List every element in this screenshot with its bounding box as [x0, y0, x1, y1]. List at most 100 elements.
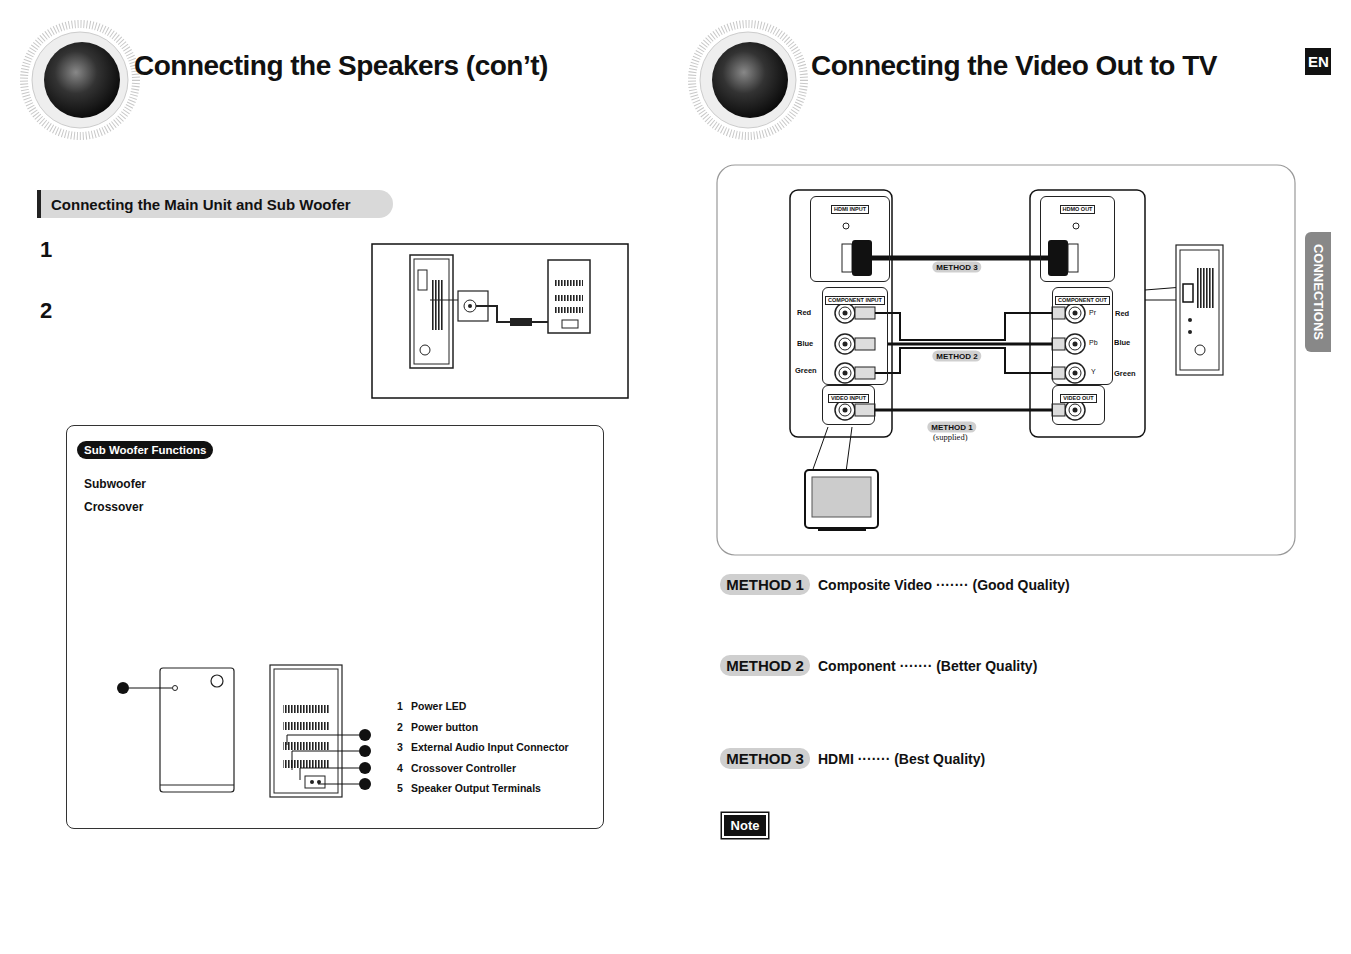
rca-jack [1065, 400, 1085, 420]
connection-illustration [510, 318, 532, 326]
language-tab: EN [1305, 48, 1331, 75]
signal-name: Pr [1089, 309, 1096, 317]
output-panel-text: COMPONENT OUT [1055, 296, 1110, 305]
connection-illustration [555, 280, 583, 286]
tv-icon [812, 477, 871, 517]
input-panel: COMPONENT INPUT [822, 287, 888, 385]
note-badge-text: Note [731, 818, 760, 833]
rca-plug [1052, 404, 1065, 416]
callout-number: 1 [397, 700, 403, 712]
part-name: External Audio Input Connector [411, 741, 569, 753]
callout-number: 5 [397, 782, 403, 794]
speaker-icon [44, 42, 120, 118]
connection-illustration [432, 280, 444, 330]
video-diagram-frame [717, 165, 1295, 555]
connection-illustration [548, 260, 590, 333]
subwoofer-back-drawing [283, 742, 329, 750]
part-name: Crossover Controller [411, 762, 516, 774]
callout-number: 4 [397, 762, 403, 774]
method-description: Component ······· (Better Quality) [818, 658, 1037, 674]
hdmi-plug [842, 223, 1079, 276]
subwoofer-back-drawing [270, 665, 371, 797]
method-badge-text: METHOD 2 [726, 657, 804, 674]
cable-connector [890, 256, 1040, 261]
part-name: Power button [411, 721, 478, 733]
subwoofer-back-drawing [317, 780, 321, 784]
subwoofer-front-drawing [160, 785, 234, 786]
method-description: HDMI ······· (Best Quality) [818, 751, 985, 767]
rca-jack [835, 363, 855, 383]
subwoofer-back-drawing [274, 669, 338, 793]
callout-number: 3 [397, 741, 403, 753]
subwoofer-front-drawing [117, 682, 129, 694]
output-panel-text: VIDEO OUT [1060, 394, 1096, 403]
rca-plug [1052, 367, 1065, 379]
hdmi-plug [872, 256, 890, 261]
method-label: METHOD 2 [932, 351, 981, 362]
language-tab-text: EN [1308, 53, 1329, 70]
subwoofer-front-drawing [160, 668, 234, 792]
connection-illustration [532, 321, 548, 323]
speaker-icon [712, 42, 788, 118]
subwoofer-back-drawing [359, 745, 371, 757]
rca-plug [1052, 338, 1065, 350]
subwoofer-front-drawing [173, 686, 178, 691]
rca-plug [855, 338, 875, 350]
rca-plug [855, 307, 875, 319]
subwoofer-back-drawing [283, 760, 329, 768]
step-number: 1 [40, 237, 52, 262]
section-heading: Connecting the Main Unit and Sub Woofer [37, 190, 393, 218]
main-unit-back-drawing [1180, 250, 1219, 370]
connection-illustration [464, 300, 476, 312]
subwoofer-back-drawing [270, 665, 342, 797]
connection-illustration [430, 300, 458, 301]
main-unit-back-drawing [1188, 318, 1192, 322]
rca-jack [835, 334, 855, 354]
main-unit-back-drawing [1188, 330, 1192, 334]
input-panel-text: VIDEO INPUT [828, 394, 869, 403]
signal-name: Pb [1089, 339, 1098, 347]
hdmi-plug [1073, 223, 1079, 229]
subwoofer-back-drawing [305, 776, 325, 788]
rca-jack [1065, 303, 1085, 323]
input-panel-text: COMPONENT INPUT [825, 296, 885, 305]
hdmi-plug [843, 223, 849, 229]
rca-plug [855, 307, 1065, 416]
input-panel-text: HDMI INPUT [831, 205, 869, 214]
color-name: Blue [1114, 339, 1130, 348]
connection-illustration [476, 306, 510, 322]
section-heading-text: Connecting the Main Unit and Sub Woofer [51, 196, 351, 213]
speaker-icon [700, 32, 796, 128]
main-unit-back-drawing [1176, 245, 1223, 375]
connection-illustration [420, 345, 430, 355]
rca-plug [855, 367, 875, 379]
output-panel: VIDEO OUT [1052, 385, 1105, 425]
connection-illustration [414, 259, 449, 364]
info-frame: Sub Woofer Functions [66, 425, 604, 829]
method-badge-text: METHOD 3 [726, 750, 804, 767]
function-name: Crossover [84, 501, 143, 515]
subwoofer-back-drawing [283, 705, 329, 713]
tv-icon [805, 470, 878, 528]
subwoofer-back-drawing [283, 722, 329, 730]
hdmi-plug [852, 240, 872, 276]
hdmi-plug [842, 244, 852, 272]
cable-connector [875, 409, 1052, 412]
part-name: Power LED [411, 700, 466, 712]
subwoofer-back-drawing [359, 778, 371, 790]
subwoofer-back-drawing [310, 780, 314, 784]
rca-plug [1052, 307, 1065, 319]
subwoofer-back-drawing [359, 762, 371, 774]
connection-illustration [555, 295, 583, 301]
info-frame-text: Sub Woofer Functions [77, 441, 213, 459]
main-unit-back-drawing [1195, 345, 1205, 355]
rca-jack [835, 303, 1085, 420]
connection-illustration [562, 320, 578, 328]
color-name: Green [1114, 370, 1136, 379]
input-panel: VIDEO INPUT [822, 385, 875, 425]
component-cable-bundle [875, 313, 1052, 373]
speaker-icon [692, 24, 804, 136]
method-badge: METHOD 2 [720, 655, 810, 676]
speaker-icon [24, 24, 136, 136]
cable-note: (supplied) [933, 433, 967, 443]
